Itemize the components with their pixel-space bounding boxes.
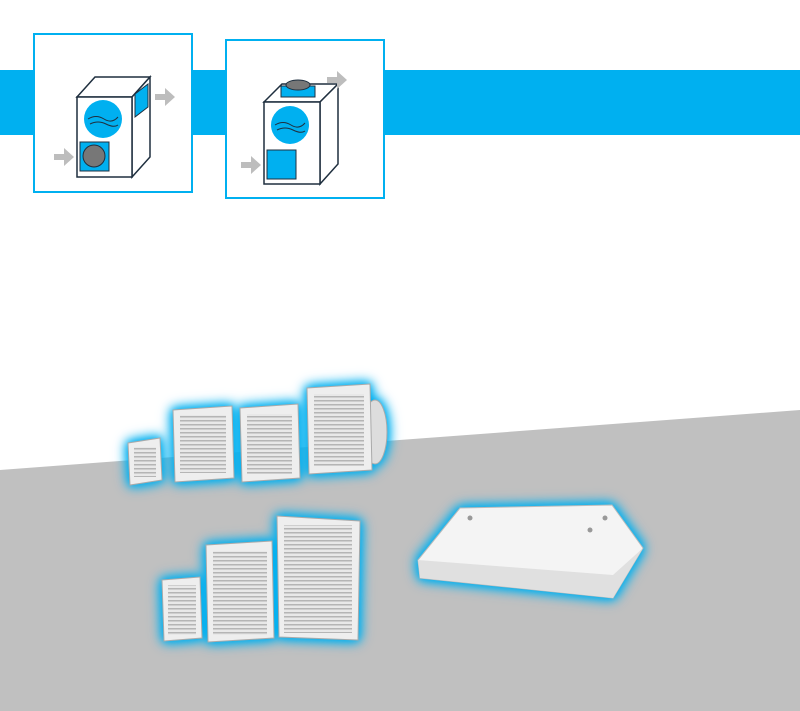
roof-exhaust-cabinet-icon (225, 39, 385, 199)
filter-fan-set-upper (127, 383, 388, 486)
roof-fan-unit (417, 504, 644, 599)
side-exhaust-cabinet-icon (33, 33, 193, 193)
filter-fan-set-lower (161, 515, 361, 643)
